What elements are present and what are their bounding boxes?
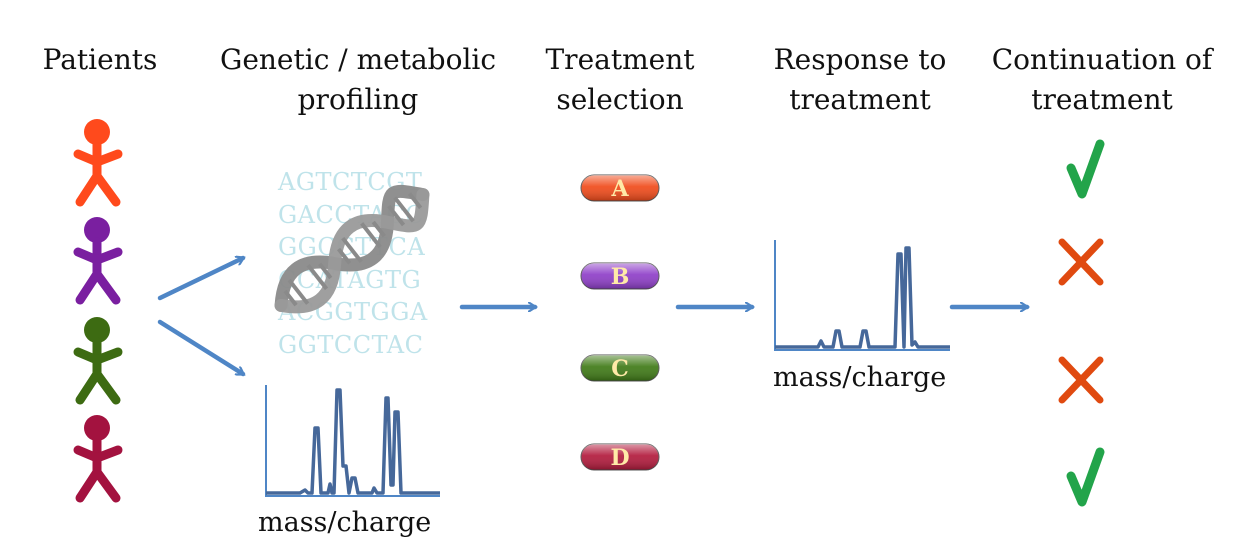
pill-shine <box>581 263 659 289</box>
header-selection: Treatment selection <box>545 43 695 116</box>
patient-figure-icon <box>73 119 123 207</box>
dna-sequence-text: AGTCTCGT GACCTACC GGCCTTCA CCATAGTG ACGG… <box>278 166 428 361</box>
flow-arrows <box>157 258 1027 377</box>
patients-group <box>73 119 123 503</box>
mass-spectrum-response <box>774 240 950 351</box>
check-icon <box>1066 447 1105 507</box>
pill-label: D <box>610 445 629 471</box>
dna-helix-icon <box>274 184 430 314</box>
patient-figure-icon <box>73 415 123 503</box>
pill-label: C <box>611 356 629 382</box>
cross-icon <box>1058 238 1104 286</box>
check-icon <box>1066 139 1105 199</box>
header-response: Response to treatment <box>773 43 947 116</box>
flow-arrow <box>157 258 243 301</box>
pill-label: B <box>611 264 630 290</box>
spectrum-label-profiling: mass/charge <box>258 507 432 538</box>
flow-arrow <box>157 319 243 377</box>
treatment-pill-a: A <box>580 174 660 202</box>
header-continuation: Continuation of treatment <box>991 43 1213 116</box>
pill-shine <box>581 175 659 201</box>
pill-shine <box>581 355 659 381</box>
mass-spectrum-profiling <box>265 385 440 497</box>
treatment-pill-b: B <box>580 262 660 290</box>
header-patients: Patients <box>42 43 158 76</box>
treatment-pills: A B C D <box>580 174 660 471</box>
treatment-pill-c: C <box>580 354 660 382</box>
patient-figure-icon <box>73 217 123 305</box>
spectrum-label-response: mass/charge <box>773 362 947 393</box>
pill-shine <box>581 444 659 470</box>
outcome-icons <box>1058 139 1105 507</box>
treatment-pill-d: D <box>580 443 660 471</box>
sequence-line: GGTCCTAC <box>278 330 424 359</box>
patient-figure-icon <box>73 317 123 405</box>
pill-label: A <box>610 176 629 202</box>
cross-icon <box>1058 356 1104 404</box>
header-profiling: Genetic / metabolic profiling <box>219 43 497 116</box>
